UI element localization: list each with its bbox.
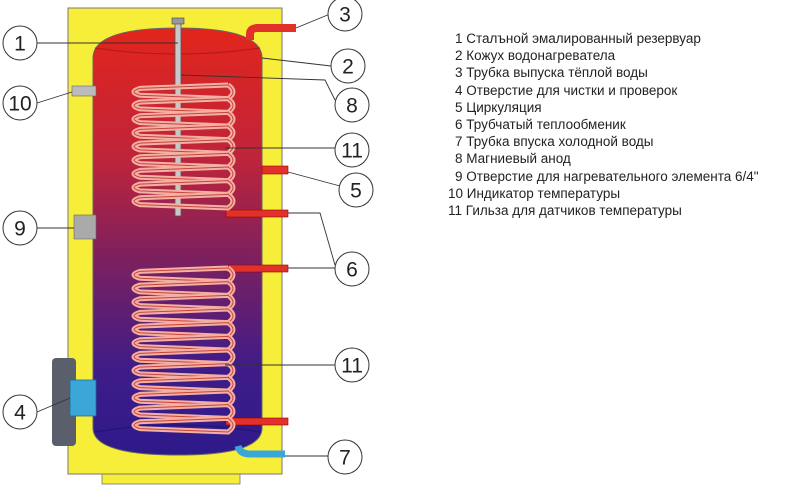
- callout-circle: [2, 85, 38, 121]
- legend-item: 2 Кожух водонагревателa: [455, 48, 616, 64]
- coil-loop-edge: [133, 84, 234, 100]
- coil-loop-edge: [133, 417, 234, 433]
- coil-loop-edge: [133, 180, 234, 195]
- callout-circle: [334, 87, 370, 123]
- legend-item: 3 Трубка выпуска тёплой воды: [455, 65, 648, 81]
- coil-loop-edge: [133, 125, 234, 141]
- callout-circle: [334, 132, 370, 168]
- exchanger-pipe-bottom: [225, 417, 289, 426]
- heat-exchanger-coil-lower: [131, 265, 236, 435]
- legend: 1 Сталъной эмалированный резервуар 2 Кожу…: [448, 30, 759, 219]
- heat-exchanger-coil-upper: [131, 82, 236, 211]
- coil-loop-edge: [133, 335, 234, 351]
- callout-5: 5: [338, 172, 374, 208]
- warm-water-outlet-pipe: [246, 24, 296, 40]
- callout-number: 6: [346, 259, 358, 282]
- coil-loop-edge: [133, 281, 234, 296]
- callout-circle: [327, 439, 363, 475]
- coil-loop-edge: [133, 193, 234, 209]
- legend-item: 4 Отверстие для чистки и проверок: [455, 82, 678, 98]
- coil-loop-edge: [133, 376, 234, 392]
- callout-circle: [330, 48, 366, 84]
- callout-number: 11: [341, 355, 363, 378]
- callout-circle: [338, 172, 374, 208]
- coil-loop-edge: [133, 349, 234, 365]
- callout-4: 4: [2, 394, 38, 430]
- callout-circle: [2, 394, 38, 430]
- callout-number: 7: [339, 447, 351, 470]
- legend-item: 8 Магниевый анод: [455, 151, 571, 167]
- heating-element-port: [73, 214, 97, 240]
- anode-cap: [171, 17, 185, 25]
- callout-10: 10: [2, 85, 38, 121]
- callout-number: 9: [14, 218, 26, 241]
- coil-loop-edge: [133, 308, 234, 324]
- legend-item: 11 Гильза для датчиков температуры: [448, 202, 682, 218]
- callout-2: 2: [330, 48, 366, 84]
- callout-number: 1: [14, 33, 26, 56]
- coil-loop-edge: [133, 404, 234, 419]
- temperature-indicator: [71, 85, 97, 97]
- callout-11: 11: [334, 347, 370, 383]
- callout-number: 11: [341, 140, 363, 163]
- legend-item: 9 Отверстие для нагревательного элемента…: [455, 168, 759, 184]
- callout-11: 11: [334, 132, 370, 168]
- callout-circle: [2, 210, 38, 246]
- callouts: 1 2 3 4 5 6 7 8 9 10 11 11: [2, 0, 374, 475]
- callout-number: 5: [350, 180, 362, 203]
- callout-circle: [327, 0, 363, 32]
- exchanger-pipe-upper: [225, 209, 289, 218]
- coil-loop-edge: [133, 363, 234, 378]
- callout-number: 2: [342, 56, 354, 79]
- callout-3: 3: [327, 0, 363, 32]
- coil-loop-edge: [133, 139, 234, 154]
- legend-item: 10 Индикатор температуры: [448, 185, 621, 201]
- callout-number: 10: [8, 93, 31, 116]
- callout-9: 9: [2, 210, 38, 246]
- circulation-pipe: [261, 165, 289, 175]
- callout-number: 8: [346, 95, 358, 118]
- legend-item: 7 Трубка впуска холодной воды: [455, 134, 654, 150]
- leader-lines: [36, 13, 341, 457]
- callout-circle: [334, 347, 370, 383]
- legend-item: 5 Циркуляция: [455, 99, 542, 115]
- magnesium-anode: [174, 21, 182, 217]
- coil-loop-edge: [133, 322, 234, 337]
- coil-loop-edge: [133, 166, 234, 182]
- cold-water-inlet-pipe: [234, 444, 285, 458]
- callout-8: 8: [334, 87, 370, 123]
- coil-loop-edge: [133, 98, 234, 113]
- callout-number: 4: [14, 402, 26, 425]
- legend-item: 1 Сталъной эмалированный резервуар: [455, 31, 701, 46]
- tank-bottom-seam: [94, 424, 261, 433]
- callout-7: 7: [327, 439, 363, 475]
- coil-loop-edge: [133, 152, 234, 168]
- coil-loop-edge: [133, 294, 234, 310]
- callout-6: 6: [334, 251, 370, 287]
- coil-loop-edge: [133, 390, 234, 406]
- callout-1: 1: [2, 25, 38, 61]
- coil-loop-edge: [133, 267, 234, 283]
- exchanger-pipe-lower: [225, 264, 289, 273]
- callout-circle: [2, 25, 38, 61]
- inspection-opening: [69, 379, 97, 417]
- callout-number: 3: [339, 4, 351, 27]
- legend-item: 6 Трубчатый теплообменик: [455, 116, 626, 132]
- coil-loop-edge: [133, 111, 234, 127]
- callout-circle: [334, 251, 370, 287]
